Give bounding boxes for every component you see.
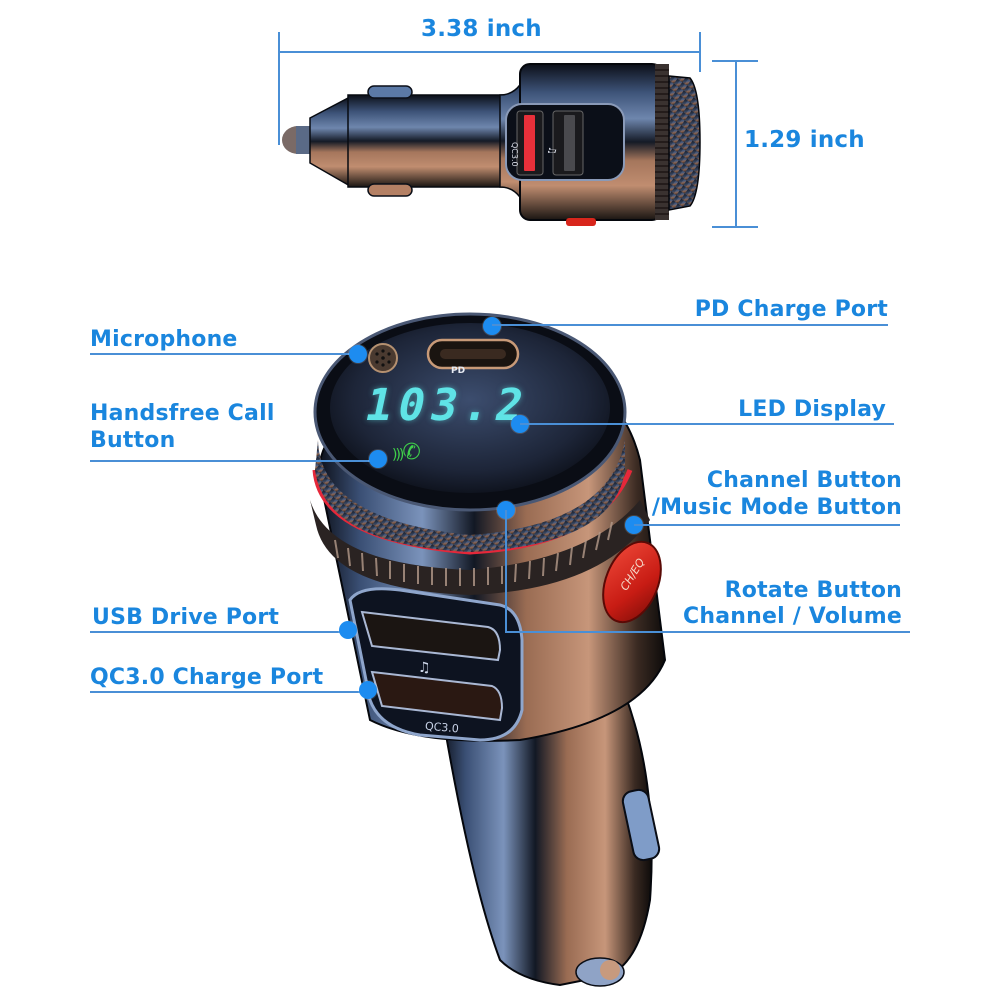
microphone-marker (349, 345, 367, 363)
callout-rotate-line2: Channel / Volume (683, 604, 902, 629)
length-dim-left-tick (278, 32, 280, 145)
callout-usb-drive-port: USB Drive Port (92, 605, 280, 630)
callout-handsfree-line2: Button (90, 428, 176, 453)
handsfree-leader (90, 460, 378, 462)
led-display-leader (520, 423, 894, 425)
music-note-icon: ♫ (418, 660, 431, 676)
length-dim-line (278, 51, 700, 53)
usb-drive-marker (339, 621, 357, 639)
callout-qc-charge-port: QC3.0 Charge Port (90, 665, 324, 690)
callout-rotate-line1: Rotate Button (724, 578, 902, 603)
pd-port-marker (483, 317, 501, 335)
callout-handsfree-line1: Handsfree Call (90, 401, 275, 426)
qc-port-marker (359, 681, 377, 699)
rotate-leader-vertical (505, 510, 507, 632)
top-device-side-view: QC3.0 ♫ (282, 63, 701, 226)
pd-port-leader (492, 324, 888, 326)
microphone-leader (90, 353, 358, 355)
channel-leader (634, 524, 900, 526)
height-dim-bottom-tick (712, 226, 758, 228)
callout-channel-line2: /Music Mode Button (651, 495, 902, 520)
main-device-front-view (310, 312, 667, 987)
usb-drive-leader (90, 631, 348, 633)
svg-text:QC3.0: QC3.0 (510, 142, 519, 167)
handsfree-marker (369, 450, 387, 468)
height-dim-line (735, 60, 737, 227)
length-dimension-label: 3.38 inch (421, 16, 542, 42)
callout-channel-line1: Channel Button (706, 468, 902, 493)
callout-microphone: Microphone (90, 327, 238, 352)
phone-call-icon[interactable]: )))✆ (392, 440, 421, 465)
rotate-leader (505, 631, 910, 633)
callout-pd-charge-port: PD Charge Port (694, 297, 888, 322)
pd-port-label: PD (451, 366, 466, 376)
height-dimension-label: 1.29 inch (744, 127, 865, 153)
callout-led-display: LED Display (738, 397, 886, 422)
led-display: 103.2 (360, 380, 534, 431)
svg-text:♫: ♫ (546, 146, 557, 155)
qc-port-leader (90, 691, 368, 693)
length-dim-right-tick (699, 32, 701, 72)
